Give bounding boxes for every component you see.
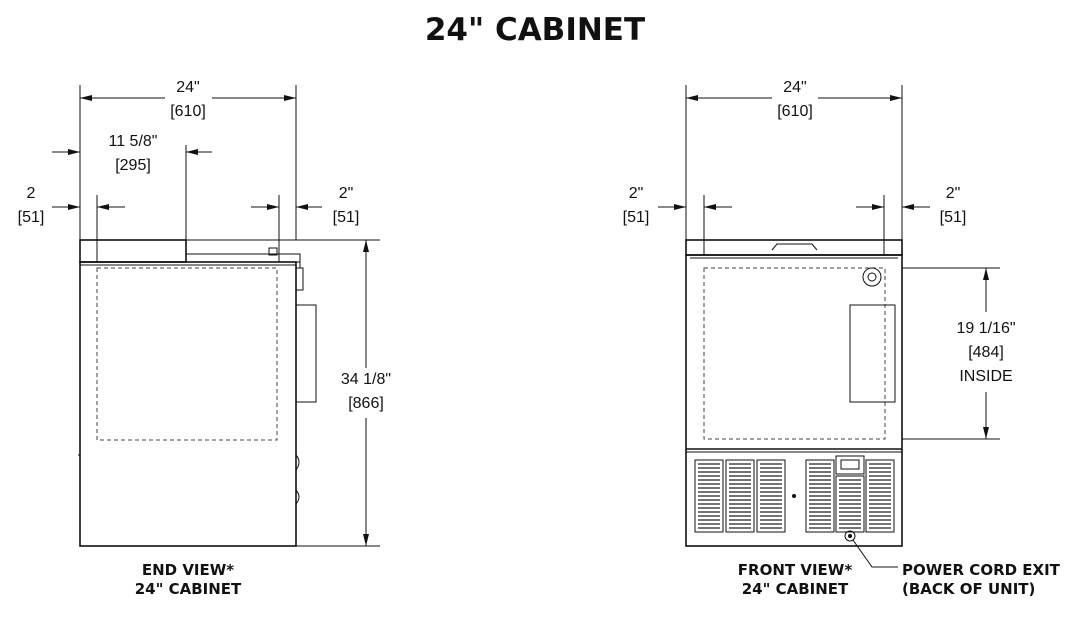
front-view-inner-compartment xyxy=(703,267,886,440)
end-view-offset-mm: [295] xyxy=(115,157,151,174)
end-view-width-label: 24" xyxy=(176,79,199,96)
front-view-width-label: 24" xyxy=(783,79,806,96)
front-view-width-mm: [610] xyxy=(777,103,813,120)
front-view-right-grill xyxy=(805,459,895,533)
front-view-control-display xyxy=(835,455,865,475)
end-view-caption-subtitle: 24" CABINET xyxy=(135,580,242,598)
front-view-right-margin-mm: [51] xyxy=(940,209,967,226)
front-view-left-margin-mm: [51] xyxy=(623,209,650,226)
front-view-inside-height-mm: [484] xyxy=(968,344,1004,361)
drawing-title: 24" CABINET xyxy=(425,12,645,48)
end-view-caption-title: END VIEW* xyxy=(142,561,234,579)
end-view-left-margin-label: 2 xyxy=(27,185,36,202)
front-view-caption-subtitle: 24" CABINET xyxy=(742,580,849,598)
end-view-side-panel xyxy=(295,304,317,403)
front-view-lid-handle xyxy=(771,243,818,251)
front-view-side-panel xyxy=(849,304,896,403)
power-cord-exit-port xyxy=(844,530,856,542)
front-view-inside-label: INSIDE xyxy=(959,368,1012,385)
end-view-width-mm: [610] xyxy=(170,103,206,120)
end-view-top-strip xyxy=(185,253,301,263)
end-view-left-margin-mm: [51] xyxy=(18,209,45,226)
power-cord-leader-line xyxy=(852,539,898,568)
end-view-height-mm: [866] xyxy=(348,395,384,412)
front-view-caption-title: FRONT VIEW* xyxy=(738,561,853,579)
front-view-right-margin-label: 2" xyxy=(946,185,961,202)
front-view-inside-height-label: 19 1/16" xyxy=(956,320,1015,337)
end-view-inner-compartment xyxy=(96,267,278,441)
end-view-right-margin-label: 2" xyxy=(339,185,354,202)
front-view-cabinet-body xyxy=(685,254,903,547)
front-view: 24" [610] 2" [51] 2" [51] 19 1/16" [484]… xyxy=(623,79,1061,598)
end-view-offset-label: 11 5/8" xyxy=(109,133,158,150)
end-view-height-label: 34 1/8" xyxy=(341,371,391,388)
end-view-right-margin-mm: [51] xyxy=(333,209,360,226)
front-view-screw xyxy=(792,494,796,498)
front-view-lid xyxy=(685,239,903,256)
front-view-drain-fitting xyxy=(862,267,882,287)
front-view-left-margin-label: 2" xyxy=(629,185,644,202)
front-view-left-grill xyxy=(694,459,786,533)
end-view: 24" [610] 11 5/8" [295] 2 [51] 2" [51] 3… xyxy=(18,79,391,598)
end-view-cabinet-body xyxy=(79,261,297,547)
end-view-handle xyxy=(268,247,278,256)
power-cord-callout-line1: POWER CORD EXIT xyxy=(902,561,1061,579)
power-cord-callout-line2: (BACK OF UNIT) xyxy=(902,580,1035,598)
end-view-lid xyxy=(79,239,187,263)
